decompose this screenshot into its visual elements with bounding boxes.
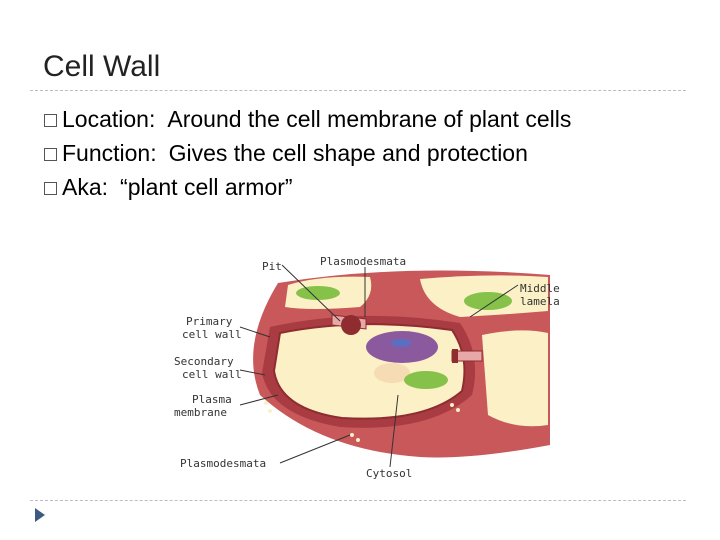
label-secondary-wall-line1: Secondary: [174, 355, 234, 368]
checkbox-bullet-icon: [44, 182, 57, 195]
bullet-list: Location: Around the cell membrane of pl…: [44, 102, 571, 204]
cytosol-dot: [264, 401, 268, 405]
bullet-key: Location:: [62, 102, 155, 136]
cytosol-dot: [356, 438, 360, 442]
bullet-value: “plant cell armor”: [120, 170, 293, 204]
bullet-value: Around the cell membrane of plant cells: [167, 102, 571, 136]
chloroplast: [296, 286, 340, 300]
label-middle-lamela-line1: Middle: [520, 282, 560, 295]
play-arrow-icon[interactable]: [34, 507, 46, 523]
plasmodesmata-right-end: [452, 349, 458, 363]
cytosol-dot: [350, 433, 354, 437]
nucleus-icon: [391, 339, 411, 347]
bullet-value: Gives the cell shape and protection: [169, 136, 528, 170]
label-plasmodesmata-top: Plasmodesmata: [320, 255, 406, 268]
right-cell: [482, 330, 548, 426]
label-middle-lamela-line2: lamela: [520, 295, 560, 308]
label-plasmodesmata-bottom: Plasmodesmata: [180, 457, 266, 470]
cytosol-dot: [456, 408, 460, 412]
title-divider: [30, 90, 686, 91]
bullet-key: Aka:: [62, 170, 108, 204]
checkbox-bullet-icon: [44, 114, 57, 127]
bullet-item-location: Location: Around the cell membrane of pl…: [44, 102, 571, 136]
checkbox-bullet-icon: [44, 148, 57, 161]
cytosol-dot: [268, 409, 272, 413]
chloroplast: [404, 371, 448, 389]
slide-title: Cell Wall: [43, 50, 160, 84]
bullet-key: Function:: [62, 136, 157, 170]
label-plasma-membrane-line2: membrane: [174, 406, 227, 419]
label-plasma-membrane-line1: Plasma: [192, 393, 232, 406]
label-primary-wall-line1: Primary: [186, 315, 233, 328]
vacuole: [366, 331, 438, 363]
bullet-item-function: Function: Gives the cell shape and prote…: [44, 136, 571, 170]
chloroplast: [464, 292, 512, 310]
plasma-membrane: [274, 324, 464, 419]
bullet-item-aka: Aka: “plant cell armor”: [44, 170, 571, 204]
label-secondary-wall-line2: cell wall: [182, 368, 242, 381]
footer-divider: [30, 500, 686, 501]
cytosol-dot: [450, 403, 454, 407]
cell-wall-diagram: Pit Plasmodesmata Middle lamela Primary …: [170, 245, 570, 485]
label-pit: Pit: [262, 260, 282, 273]
pit: [341, 315, 361, 335]
label-cytosol: Cytosol: [366, 467, 412, 480]
label-primary-wall-line2: cell wall: [182, 328, 242, 341]
